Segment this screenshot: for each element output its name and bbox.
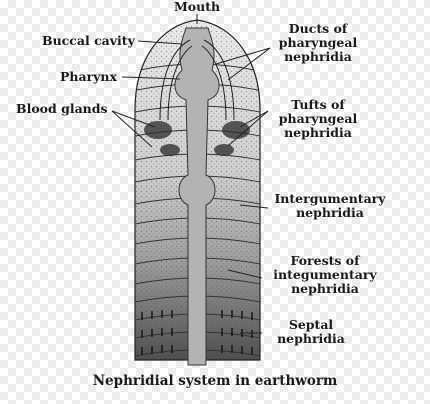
label-septal-line2: nephridia [277, 331, 345, 346]
gut-tube [159, 27, 235, 366]
label-ducts-line1: Ducts of [288, 21, 348, 36]
label-forests-line2: integumentary [273, 267, 377, 282]
label-tufts-line3: nephridia [284, 125, 352, 140]
figure-caption: Nephridial system in earthworm [92, 373, 338, 389]
label-forests-line3: nephridia [291, 281, 359, 296]
label-tufts: Tufts of pharyngeal nephridia [266, 98, 370, 140]
label-integ-line2: nephridia [296, 205, 364, 220]
leader-lines [111, 14, 271, 334]
label-septal: Septal nephridia [266, 318, 356, 346]
label-tufts-line2: pharyngeal [278, 111, 358, 126]
label-integumentary: Intergumentary nephridia [266, 192, 394, 220]
label-ducts-line3: nephridia [284, 49, 352, 64]
label-forests-line1: Forests of [290, 253, 360, 268]
label-ducts: Ducts of pharyngeal nephridia [266, 22, 370, 64]
label-septal-line1: Septal [288, 317, 334, 332]
label-forests: Forests of integumentary nephridia [260, 254, 390, 296]
label-buccal-cavity: Buccal cavity [42, 33, 135, 48]
label-ducts-line2: pharyngeal [278, 35, 358, 50]
label-mouth: Mouth [173, 0, 221, 14]
label-pharynx: Pharynx [60, 69, 117, 84]
label-tufts-line1: Tufts of [291, 97, 345, 112]
label-integ-line1: Intergumentary [274, 191, 386, 206]
label-blood-glands: Blood glands [16, 101, 108, 116]
